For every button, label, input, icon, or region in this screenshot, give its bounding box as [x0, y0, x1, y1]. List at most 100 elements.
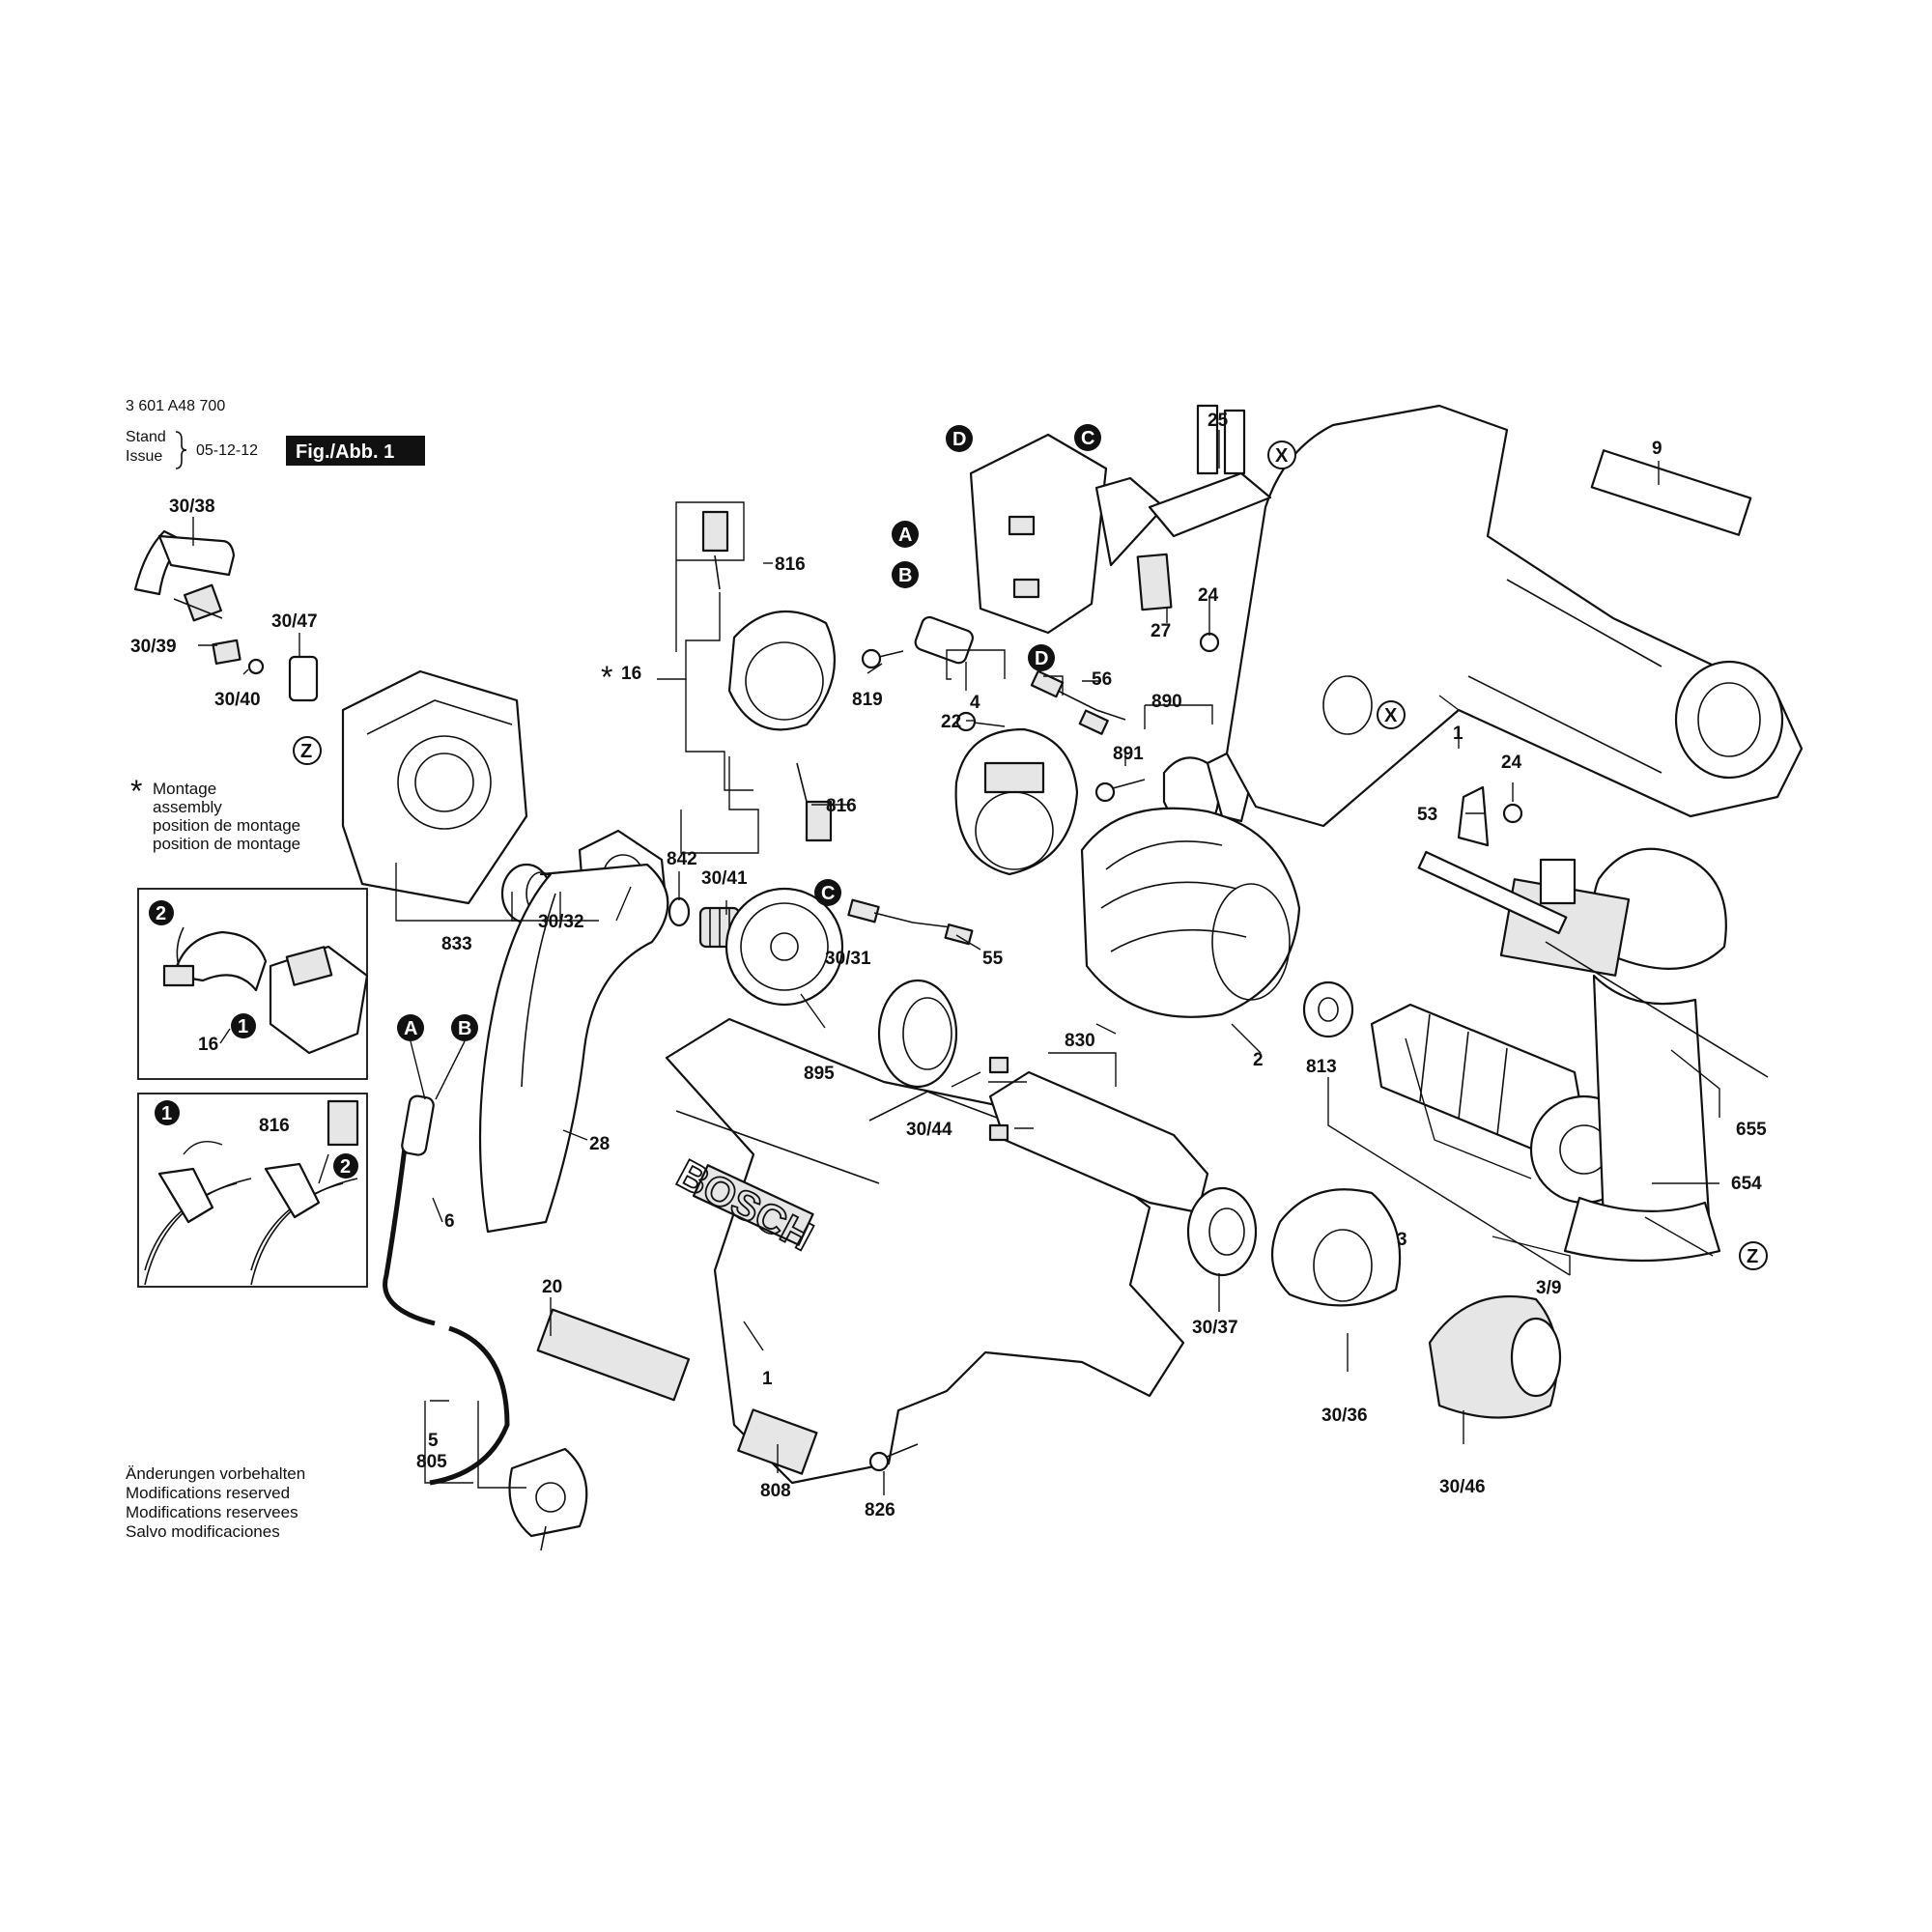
part-label-3-9: 3/9: [1536, 1278, 1561, 1298]
marker-z-right: Z: [1739, 1241, 1768, 1270]
part-label-816-top: 816: [775, 554, 806, 575]
screw-819: [861, 648, 904, 669]
part-label-816-inset: 816: [259, 1116, 290, 1136]
svg-text:Z: Z: [300, 741, 312, 762]
inset-step-1-marker-b: 1: [155, 1100, 180, 1125]
connector-56: [1030, 669, 1126, 735]
part-label-891: 891: [1113, 744, 1144, 764]
marker-x-housing: X: [1377, 700, 1406, 729]
part-label-816-bottom: 816: [826, 796, 857, 816]
part-label-30-41: 30/41: [701, 868, 748, 889]
part-label-830: 830: [1065, 1031, 1095, 1051]
footer-line-4: Salvo modificaciones: [126, 1522, 280, 1541]
inset-step-2-marker: 2: [149, 900, 174, 925]
gear-cover-30-36: [1270, 1188, 1402, 1307]
part-label-star-16-star: *: [601, 660, 612, 695]
inset-box-brush-replacement: [137, 1093, 368, 1288]
part-30-39: [212, 639, 242, 666]
marker-x-plate: X: [1267, 440, 1296, 469]
part-label-1-main: 1: [762, 1369, 773, 1389]
part-label-16: 16: [621, 664, 641, 684]
part-label-28: 28: [589, 1134, 610, 1154]
inset-brush-replacement-illustration: [144, 1099, 359, 1286]
nameplate-9: [1590, 449, 1752, 536]
footer-line-1: Änderungen vorbehalten: [126, 1464, 305, 1483]
bracket-53: [1457, 785, 1490, 847]
svg-text:1: 1: [161, 1103, 172, 1124]
part-label-30-39: 30/39: [130, 637, 177, 657]
part-label-808: 808: [760, 1481, 791, 1501]
part-label-22: 22: [941, 712, 961, 732]
spindle-830: [988, 1056, 1209, 1214]
issue-date: 05-12-12: [196, 442, 258, 459]
svg-text:C: C: [1081, 428, 1094, 449]
svg-text:X: X: [1275, 445, 1289, 467]
part-label-55: 55: [982, 949, 1004, 969]
part-label-655: 655: [1736, 1120, 1767, 1140]
rating-plate-25: [1148, 404, 1272, 538]
figure-badge: [286, 436, 425, 466]
svg-text:C: C: [821, 883, 835, 904]
svg-text:D: D: [1035, 648, 1048, 669]
svg-text:2: 2: [340, 1156, 351, 1178]
figure-label: Fig./Abb. 1: [296, 441, 394, 463]
part-label-833: 833: [441, 934, 472, 954]
part-label-842: 842: [667, 849, 697, 869]
screw-826: [868, 1443, 919, 1472]
keyless-chuck-30-46: [1428, 1294, 1562, 1419]
part-label-30-32: 30/32: [538, 912, 584, 932]
marker-c-switch: C: [1074, 424, 1101, 451]
gear-30-31: [724, 887, 844, 1007]
part-label-813: 813: [1306, 1057, 1337, 1077]
part-label-30-38: 30/38: [169, 497, 215, 517]
switch-4: [969, 433, 1166, 635]
part-label-16-inset: 16: [198, 1035, 218, 1055]
svg-text:2: 2: [156, 903, 166, 924]
inset-step-1-marker: 1: [231, 1013, 256, 1038]
part-label-9: 9: [1652, 439, 1662, 459]
part-label-2: 2: [1253, 1050, 1264, 1070]
svg-text:X: X: [1384, 705, 1398, 726]
depth-rod-655: [1417, 850, 1769, 1078]
assembly-star: *: [130, 774, 142, 809]
part-30-40: [247, 658, 265, 675]
part-30-47: [288, 655, 319, 702]
footer-line-3: Modifications reservees: [126, 1503, 298, 1521]
svg-text:B: B: [458, 1018, 471, 1039]
washer-24-top: [1199, 632, 1220, 653]
switch-lever: [914, 615, 974, 665]
brush-holder-assembly: [701, 510, 837, 842]
label-20: [536, 1308, 691, 1402]
assembly-note-line-1: Montage: [153, 780, 216, 798]
assembly-note-line-4: position de montage: [153, 835, 300, 853]
part-label-30-31: 30/31: [825, 949, 871, 969]
assembly-note-line-3: position de montage: [153, 816, 300, 835]
housing-half-1: [1225, 404, 1804, 828]
part-label-30-36: 30/36: [1321, 1406, 1368, 1426]
marker-d-wire: D: [1028, 644, 1055, 671]
connector-55: [847, 898, 974, 946]
part-label-30-44: 30/44: [906, 1120, 952, 1140]
handle-cover-28: [478, 863, 669, 1234]
washer-842: [668, 896, 691, 927]
main-housing: [665, 1017, 1185, 1485]
part-label-6: 6: [444, 1211, 455, 1232]
footer-line-2: Modifications reserved: [126, 1484, 290, 1502]
part-label-30-37: 30/37: [1192, 1318, 1238, 1338]
bearing-flange-30-37: [1186, 1186, 1258, 1277]
part-label-20: 20: [542, 1277, 562, 1297]
plug-805: [508, 1447, 588, 1551]
marker-a-switch: A: [892, 521, 919, 548]
inset-step-2-marker-b: 2: [333, 1153, 358, 1179]
part-label-25: 25: [1208, 411, 1229, 431]
part-label-56: 56: [1092, 669, 1112, 690]
part-label-819: 819: [852, 690, 883, 710]
part-label-654: 654: [1731, 1174, 1762, 1194]
stand-label: Stand: [126, 429, 166, 445]
marker-a-cable: A: [397, 1014, 424, 1041]
part-label-890: 890: [1151, 692, 1182, 712]
svg-text:D: D: [952, 429, 966, 450]
part-label-30-40: 30/40: [214, 690, 261, 710]
svg-text:A: A: [898, 525, 912, 546]
marker-c-wire: C: [814, 879, 841, 906]
